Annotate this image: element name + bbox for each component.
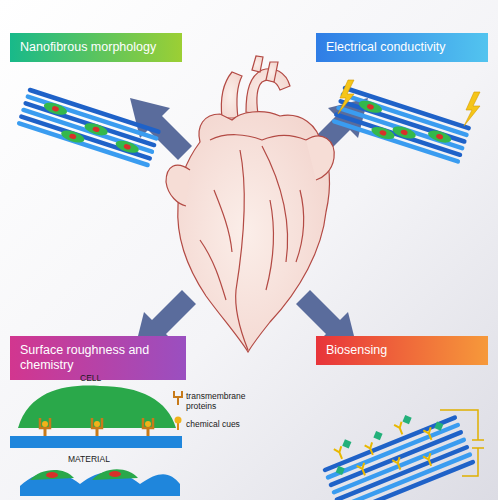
conductive-fiber-bundle xyxy=(334,88,469,162)
property-box: Electrical conductivity xyxy=(316,33,488,62)
legend-text: transmembrane proteins xyxy=(186,391,256,411)
property-title: Surface roughness and chemistry xyxy=(20,343,176,373)
heart-illustration xyxy=(166,56,334,352)
property-title: Nanofibrous morphology xyxy=(20,40,172,55)
lightning-bolts xyxy=(338,80,480,126)
circuit-wire xyxy=(440,410,484,476)
block-arrows xyxy=(130,98,368,352)
material-label: MATERIAL xyxy=(68,454,110,464)
property-title: Biosensing xyxy=(326,343,478,358)
nanofiber-bundle xyxy=(19,90,159,166)
property-box: Biosensing xyxy=(316,336,488,365)
property-title: Electrical conductivity xyxy=(326,40,478,55)
property-box: Nanofibrous morphology xyxy=(10,33,182,62)
cell-material-interface xyxy=(10,386,182,496)
biosensor-fibers xyxy=(317,398,473,500)
cell-label: CELL xyxy=(80,373,101,383)
legend-text: chemical cues xyxy=(186,419,240,429)
